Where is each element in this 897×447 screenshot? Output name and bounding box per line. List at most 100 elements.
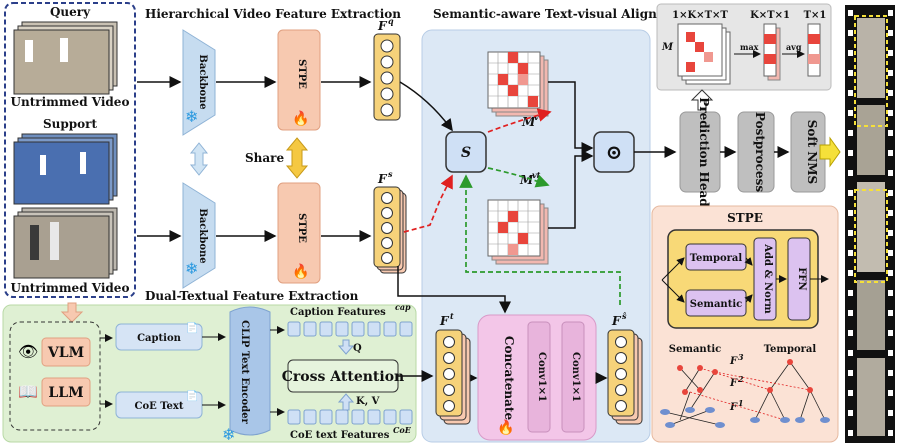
svg-text:Add & Norm: Add & Norm [762,243,773,314]
svg-text:1: 1 [738,398,744,408]
hierarchical-title: Hierarchical Video Feature Extraction [145,7,401,21]
support-video-frame-2 [13,215,110,279]
svg-text:F: F [611,314,622,328]
similarity-node [445,131,487,173]
svg-text:2: 2 [737,374,744,384]
svg-text:STPE: STPE [296,213,307,243]
soft-nms: Soft NMS [790,111,826,193]
support-label: Support [43,117,97,131]
svg-text:F: F [377,19,388,33]
prediction-head: Prediction Head [679,97,721,207]
svg-text:CoE Text: CoE Text [135,401,184,412]
svg-text:Temporal: Temporal [764,344,817,355]
postprocess: Postprocess [737,111,775,193]
llm-box [41,377,91,407]
svg-text:Cross Attention: Cross Attention [282,369,404,385]
svg-text:t: t [450,311,454,321]
svg-text:K, V: K, V [356,396,380,407]
svg-text:STPE: STPE [727,211,763,225]
fire-icon: 🔥 [497,419,514,436]
feature-fq: F q [373,16,401,121]
stpe-block-bottom: STPE 🔥 [277,182,321,284]
backbone-top: Backbone ❄ [182,29,216,136]
snowflake-icon: ❄ [185,259,198,278]
svg-text:K×T×1: K×T×1 [750,10,790,21]
backbone-label-1: Backbone [197,54,208,109]
query-label: Query [50,5,91,19]
stpe-detail-panel: STPE Temporal Semantic Add & Norm FFN Se… [651,205,839,443]
svg-text:M: M [521,115,536,129]
svg-text:Conv1×1: Conv1×1 [536,352,547,402]
svg-text:⊙: ⊙ [606,140,623,164]
svg-text:ŝ: ŝ [622,311,627,321]
svg-text:F: F [729,402,738,413]
document-icon: 📄 [186,389,198,402]
dual-textual-title: Dual-Textual Feature Extraction [145,289,359,303]
svg-text:Conv1×1: Conv1×1 [570,352,581,402]
svg-text:F: F [729,356,738,367]
output-arrow [819,136,841,168]
svg-text:LLM: LLM [48,385,83,401]
fire-icon: 🔥 [292,263,309,280]
svg-text:F: F [439,314,450,328]
svg-text:max: max [740,42,759,52]
share-label: Share [245,151,284,165]
svg-text:3: 3 [738,352,744,362]
document-icon: 📄 [186,321,198,334]
matrix-mvt: M vt [487,170,549,265]
svg-text:Caption: Caption [137,333,182,344]
svg-text:CLIP Text Encoder: CLIP Text Encoder [239,320,250,424]
backbone-label-2: Backbone [197,208,208,263]
eye-icon: 👁 [18,342,38,361]
svg-text:Soft NMS: Soft NMS [805,120,819,184]
up-arrow [690,89,714,111]
alignment-title: Semantic-aware Text-visual Alignment [433,7,692,21]
svg-text:1×K×T×T: 1×K×T×T [672,10,728,21]
svg-text:avg: avg [786,42,802,52]
svg-text:Postprocess: Postprocess [753,112,767,192]
svg-text:Semantic: Semantic [669,344,721,355]
aggregation-box: 1×K×T×T K×T×1 T×1 M max avg [656,3,832,91]
concat-module: Concatenate 🔥 Conv1×1 Conv1×1 [477,314,597,441]
support-video-frame [13,141,110,205]
svg-text:F: F [377,172,388,186]
output-film-strip [845,5,895,443]
book-icon: 📖 [18,382,38,401]
svg-text:q: q [388,16,394,26]
svg-text:s: s [388,169,393,179]
video-input-panel: Query Untrimmed Video Support Untrimmed … [4,2,136,298]
untrimmed-video-label-2: Untrimmed Video [11,281,130,295]
dual-textual-panel: 👁 VLM 📖 LLM Caption 📄 CoE Text 📄 CLIP Te… [2,302,434,444]
fire-icon: 🔥 [292,110,309,127]
snowflake-icon: ❄ [185,107,198,126]
svg-text:Q: Q [353,343,362,354]
svg-text:vt: vt [532,170,541,180]
svg-text:CoE text Features: CoE text Features [290,430,390,441]
svg-text:v: v [534,112,539,122]
svg-text:F: F [729,378,738,389]
svg-text:Temporal: Temporal [690,253,743,264]
svg-text:FFN: FFN [796,267,807,290]
svg-text:T×1: T×1 [804,10,827,21]
svg-text:Semantic: Semantic [690,299,742,310]
svg-text:Caption Features: Caption Features [290,307,386,318]
svg-text:Prediction Head: Prediction Head [697,97,711,207]
snowflake-icon: ❄ [222,425,235,444]
matrix-mv: M v [487,51,549,129]
share-arrow-left [189,142,209,176]
feature-ft: F t [435,311,471,425]
feature-fs: F s [373,169,407,274]
clip-encoder [229,306,271,436]
svg-text:cap: cap [395,302,411,312]
svg-text:STPE: STPE [296,59,307,89]
stpe-block-top: STPE 🔥 [277,29,321,131]
feature-fshat: F ŝ [607,311,643,425]
share-arrow-right [285,137,309,179]
vlm-box [41,337,91,367]
backbone-bottom: Backbone ❄ [182,182,216,289]
svg-text:CoE: CoE [393,425,412,435]
untrimmed-video-label-1: Untrimmed Video [11,95,130,109]
svg-text:S: S [461,145,471,161]
svg-text:Concatenate: Concatenate [502,336,516,421]
